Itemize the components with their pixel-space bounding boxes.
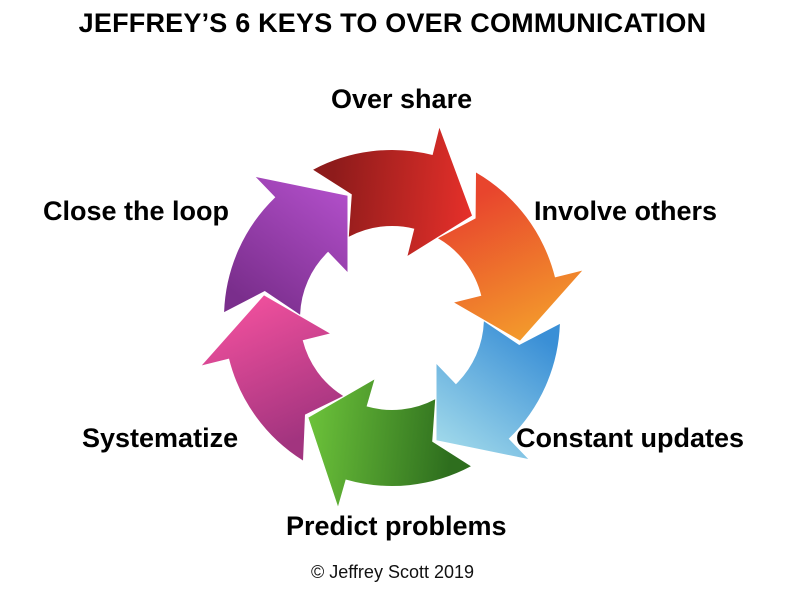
- diagram-title: JEFFREY’S 6 KEYS TO OVER COMMUNICATION: [78, 8, 707, 38]
- cycle-arrow-2: [438, 172, 583, 341]
- step-label-involve-others: Involve others: [534, 196, 718, 226]
- step-label-close-the-loop: Close the loop: [43, 196, 230, 226]
- cycle-arrow-4: [308, 379, 471, 507]
- copyright-notice: © Jeffrey Scott 2019: [310, 562, 475, 582]
- step-label-constant-updates: Constant updates: [516, 423, 745, 453]
- cycle-arrow-5: [201, 295, 344, 461]
- cycle-arrow-3: [436, 321, 560, 459]
- step-label-systematize: Systematize: [82, 423, 239, 453]
- cycle-arrow-6: [224, 177, 348, 315]
- cycle-arrow-1: [313, 127, 472, 256]
- step-label-predict-problems: Predict problems: [286, 511, 507, 541]
- step-label-over-share: Over share: [331, 84, 473, 114]
